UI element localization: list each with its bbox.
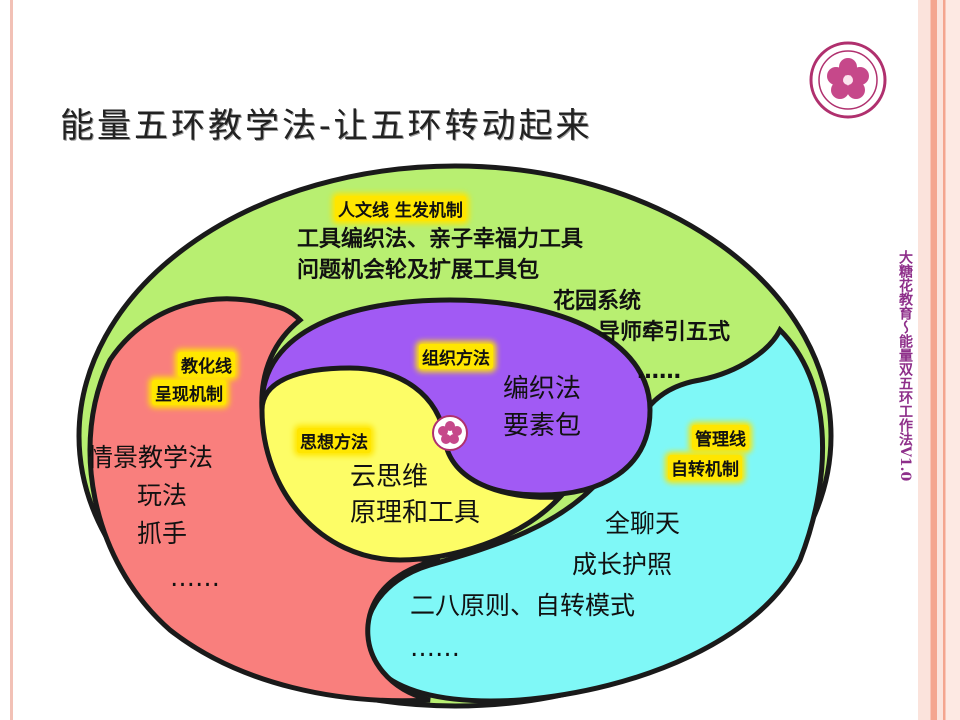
yellow-zone-line-2: 原理和工具 xyxy=(350,498,481,528)
cyan-zone-heading-1: 管理线 xyxy=(692,425,749,450)
center-flower-icon xyxy=(432,415,468,451)
cyan-zone-line-1: 全聊天 xyxy=(605,509,681,538)
cyan-zone-line-2: 成长护照 xyxy=(572,550,673,579)
green-zone-sub-2: 导师牵引五式 xyxy=(598,320,731,345)
green-zone-sub-1: 花园系统 xyxy=(553,289,642,314)
right-decor-strip xyxy=(918,0,960,720)
cyan-zone-heading-2: 自转机制 xyxy=(668,455,742,480)
red-zone-line-1: 情景教学法 xyxy=(88,443,214,472)
green-zone-line-1: 工具编织法、亲子幸福力工具 xyxy=(297,227,584,252)
green-zone-sub-3: …… xyxy=(637,359,681,384)
red-zone-line-2: 玩法 xyxy=(137,481,188,510)
yellow-zone xyxy=(259,365,567,563)
purple-zone-line-2: 要素包 xyxy=(503,411,582,441)
slide-title: 能量五环教学法-让五环转动起来 xyxy=(60,106,593,146)
flower-seal-icon xyxy=(809,41,887,119)
cyan-zone-line-3: 二八原则、自转模式 xyxy=(410,591,636,620)
purple-zone-line-1: 编织法 xyxy=(503,374,582,404)
left-rule xyxy=(10,0,13,720)
red-zone-line-4: …… xyxy=(170,563,220,592)
side-caption: 大糖花教育～能量双五环工作法V1.0 xyxy=(897,250,913,482)
green-zone-line-2: 问题机会轮及扩展工具包 xyxy=(297,258,540,283)
yellow-zone-line-1: 云思维 xyxy=(350,462,429,492)
green-zone-heading: 人文线 生发机制 xyxy=(335,196,466,221)
red-zone-heading-2: 呈现机制 xyxy=(152,380,226,405)
yellow-zone-heading: 思想方法 xyxy=(297,428,371,453)
red-zone-line-3: 抓手 xyxy=(137,519,188,548)
red-zone-heading-1: 教化线 xyxy=(178,352,235,377)
cyan-zone-line-4: …… xyxy=(410,633,460,662)
purple-zone-heading: 组织方法 xyxy=(419,344,493,369)
